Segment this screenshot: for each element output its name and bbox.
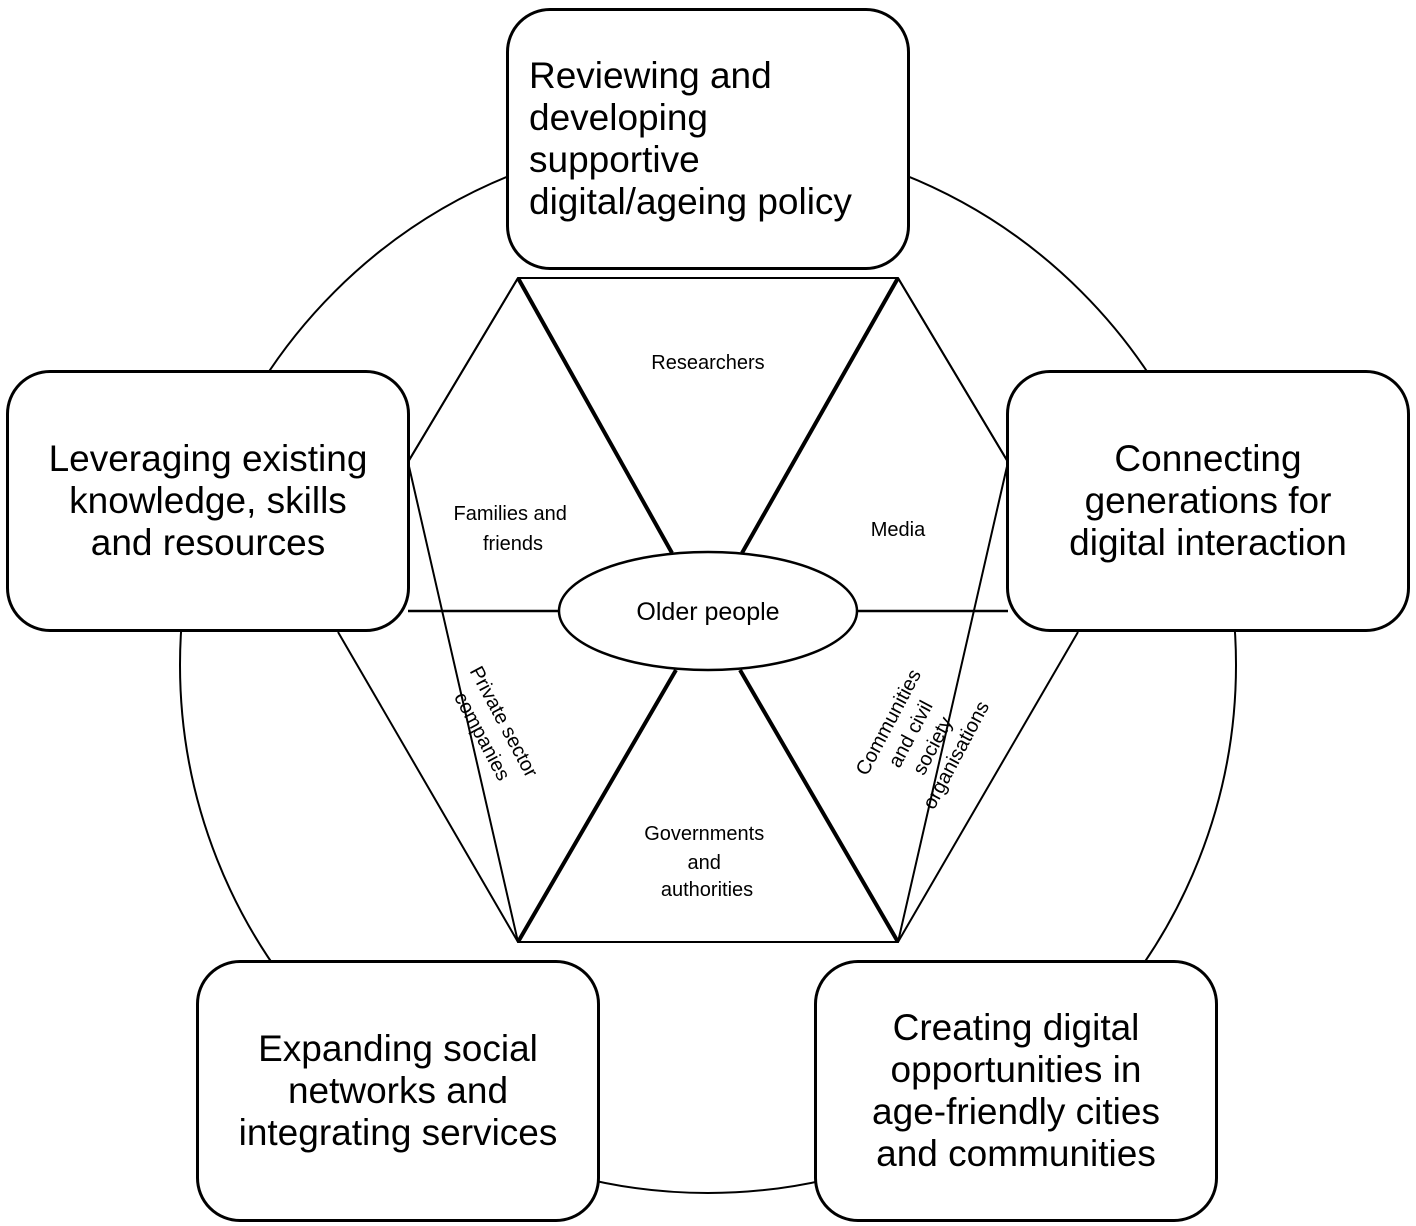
spoke-top-left bbox=[516, 277, 674, 554]
center-ellipse bbox=[557, 550, 859, 672]
sector-private-sector-companies: Private sector companies bbox=[442, 663, 544, 798]
sector-families-and-friends: Families and friends bbox=[454, 503, 573, 555]
sector-families-line-2: friends bbox=[483, 533, 543, 555]
box-creating-line-1: Creating digital bbox=[892, 1007, 1140, 1048]
box-expanding-line-1: Expanding social bbox=[258, 1028, 538, 1069]
box-creating-line-3: age-friendly cities bbox=[872, 1091, 1160, 1132]
box-connecting-line-2: generations for bbox=[1084, 480, 1332, 521]
box-policy-text: Reviewing and developing supportive digi… bbox=[529, 55, 887, 223]
sector-governments-line-1: Governments bbox=[644, 823, 764, 845]
box-leveraging-line-1: Leveraging existing bbox=[48, 438, 368, 479]
box-policy-line-1: Reviewing and bbox=[529, 55, 772, 96]
box-creating-text: Creating digital opportunities in age-fr… bbox=[831, 1007, 1201, 1175]
box-connecting-line-3: digital interaction bbox=[1069, 522, 1347, 563]
box-policy-line-3: supportive bbox=[529, 139, 700, 180]
box-leveraging-line-3: and resources bbox=[90, 522, 326, 563]
sector-families-line-1: Families and bbox=[454, 503, 567, 525]
box-expanding-line-2: networks and bbox=[287, 1070, 509, 1111]
sector-media: Media bbox=[871, 519, 926, 541]
box-connecting-line-1: Connecting bbox=[1114, 438, 1302, 479]
sector-communities-group: Communities and civil society organisati… bbox=[852, 661, 995, 814]
box-connecting: Connecting generations for digital inter… bbox=[1006, 370, 1410, 632]
box-expanding-line-3: integrating services bbox=[238, 1112, 558, 1153]
box-connecting-text: Connecting generations for digital inter… bbox=[1023, 438, 1393, 564]
box-policy-line-2: developing bbox=[529, 97, 708, 138]
sector-media-line: Media bbox=[871, 519, 926, 541]
box-expanding-text: Expanding social networks and integratin… bbox=[213, 1028, 583, 1154]
spoke-bottom-left bbox=[516, 668, 678, 944]
box-creating: Creating digital opportunities in age-fr… bbox=[814, 960, 1218, 1222]
box-policy-line-4: digital/ageing policy bbox=[529, 181, 852, 222]
hexagon-lower-right-edge bbox=[897, 631, 1079, 943]
box-creating-line-4: and communities bbox=[876, 1133, 1156, 1174]
box-policy: Reviewing and developing supportive digi… bbox=[506, 8, 910, 270]
sector-private-sector-group: Private sector companies bbox=[442, 663, 544, 798]
sector-governments-line-2: and bbox=[688, 852, 721, 874]
box-leveraging-line-2: knowledge, skills bbox=[69, 480, 347, 521]
sector-communities-and-civil-society: Communities and civil society organisati… bbox=[852, 661, 995, 814]
sector-governments-line-3: authorities bbox=[661, 879, 753, 901]
hexagon-upper-left-edge bbox=[407, 277, 519, 463]
box-leveraging-text: Leveraging existing knowledge, skills an… bbox=[23, 438, 393, 564]
box-creating-line-2: opportunities in bbox=[890, 1049, 1142, 1090]
hexagon-lower-left-edge bbox=[337, 631, 519, 943]
box-expanding: Expanding social networks and integratin… bbox=[196, 960, 600, 1222]
sector-governments-and-authorities: Governments and authorities bbox=[644, 823, 770, 901]
sector-researchers-line: Researchers bbox=[651, 352, 764, 374]
spoke-bottom-right bbox=[738, 668, 900, 944]
center-label: Older people bbox=[636, 598, 779, 626]
sector-researchers: Researchers bbox=[651, 352, 764, 374]
hexagon-upper-right-edge bbox=[897, 277, 1009, 463]
box-leveraging: Leveraging existing knowledge, skills an… bbox=[6, 370, 410, 632]
spoke-top-right bbox=[740, 277, 900, 554]
